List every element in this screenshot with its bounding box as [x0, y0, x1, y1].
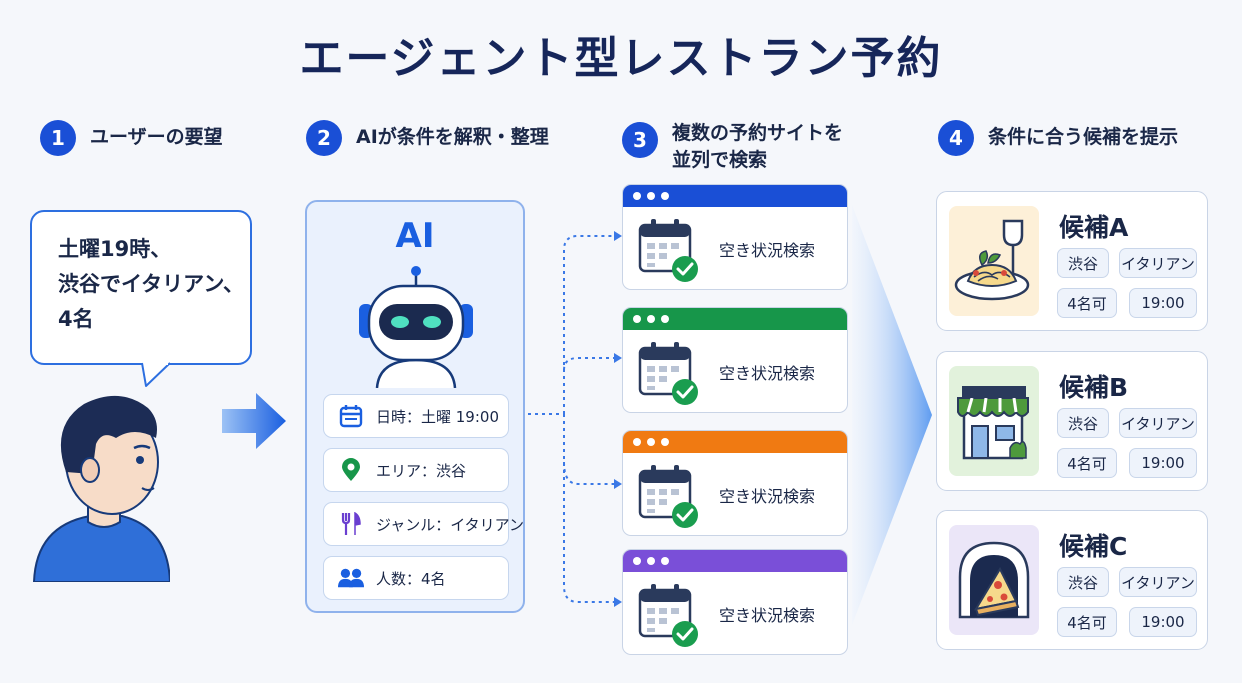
- tag-genre: イタリアン: [1119, 567, 1197, 597]
- tag-genre: イタリアン: [1119, 408, 1197, 438]
- step-label: ユーザーの要望: [90, 126, 223, 148]
- condition-datetime: 日時：土曜 19:00: [323, 394, 509, 438]
- window-bar: [623, 185, 847, 207]
- tag-time: 19:00: [1129, 288, 1197, 318]
- robot-icon: [359, 266, 473, 388]
- tag-genre: イタリアン: [1119, 248, 1197, 278]
- candidate-name: 候補B: [1059, 373, 1129, 402]
- people-icon: [338, 565, 364, 591]
- step-number: 3: [622, 122, 658, 158]
- step-number: 1: [40, 120, 76, 156]
- candidate-name: 候補A: [1059, 213, 1129, 242]
- fork-knife-icon: [338, 511, 364, 537]
- map-pin-icon: [338, 457, 364, 483]
- tag-area: 渋谷: [1057, 248, 1109, 278]
- calendar-icon: [338, 403, 364, 429]
- condition-text: 人数：4名: [376, 569, 446, 588]
- candidate-card-b[interactable]: 候補B 渋谷 イタリアン 4名可 19:00: [936, 351, 1208, 491]
- user-request-bubble: 土曜19時、 渋谷でイタリアン、 4名: [30, 210, 252, 365]
- tag-time: 19:00: [1129, 448, 1197, 478]
- step-label-line1: 複数の予約サイトを: [672, 122, 844, 144]
- tag-people: 4名可: [1057, 288, 1117, 318]
- page-title: エージェント型レストラン予約: [299, 33, 943, 84]
- calendar-check-icon: [638, 342, 698, 405]
- bubble-tail: [141, 362, 171, 387]
- storefront-icon: [949, 366, 1039, 476]
- step-label: AIが条件を解釈・整理: [356, 126, 549, 148]
- results-arrow-icon: [852, 205, 932, 625]
- pasta-wine-icon: [949, 206, 1039, 316]
- tag-time: 19:00: [1129, 607, 1197, 637]
- condition-people: 人数：4名: [323, 556, 509, 600]
- condition-text: ジャンル：イタリアン: [376, 515, 525, 534]
- tag-area: 渋谷: [1057, 567, 1109, 597]
- window-bar: [623, 308, 847, 330]
- calendar-check-icon: [638, 465, 698, 528]
- condition-text: エリア：渋谷: [376, 461, 467, 480]
- step-label: 条件に合う候補を提示: [988, 126, 1179, 148]
- ai-panel: AI 日時：土曜 19:00 エリア：渋谷 ジャンル：イタリアン 人数：4名: [305, 200, 525, 613]
- booking-site-card: 空き状況検索: [622, 184, 848, 290]
- condition-genre: ジャンル：イタリアン: [323, 502, 524, 546]
- condition-text: 日時：土曜 19:00: [376, 407, 499, 426]
- request-line-1: 土曜19時、: [58, 237, 172, 261]
- candidate-card-c[interactable]: 候補C 渋谷 イタリアン 4名可 19:00: [936, 510, 1208, 650]
- tag-people: 4名可: [1057, 607, 1117, 637]
- condition-area: エリア：渋谷: [323, 448, 509, 492]
- step-1-header: 1 ユーザーの要望: [40, 120, 223, 156]
- calendar-check-icon: [638, 584, 698, 647]
- candidate-card-a[interactable]: 候補A 渋谷 イタリアン 4名可 19:00: [936, 191, 1208, 331]
- availability-search-label: 空き状況検索: [719, 606, 816, 625]
- booking-site-card: 空き状況検索: [622, 307, 848, 413]
- user-avatar-icon: [32, 395, 170, 582]
- tag-area: 渋谷: [1057, 408, 1109, 438]
- pizza-oven-icon: [949, 525, 1039, 635]
- calendar-check-icon: [638, 219, 698, 282]
- step-4-header: 4 条件に合う候補を提示: [938, 120, 1178, 156]
- booking-site-card: 空き状況検索: [622, 430, 848, 536]
- step-label-line2: 並列で検索: [672, 149, 768, 171]
- step-number: 4: [938, 120, 974, 156]
- candidate-name: 候補C: [1059, 532, 1128, 561]
- availability-search-label: 空き状況検索: [719, 241, 816, 260]
- window-bar: [623, 550, 847, 572]
- flow-arrow-icon: [222, 393, 286, 449]
- request-line-2: 渋谷でイタリアン、: [58, 272, 245, 296]
- request-line-3: 4名: [58, 307, 94, 331]
- ai-label: AI: [395, 216, 435, 256]
- step-2-header: 2 AIが条件を解釈・整理: [306, 120, 549, 156]
- availability-search-label: 空き状況検索: [719, 487, 816, 506]
- step-3-header: 3 複数の予約サイトを 並列で検索: [622, 116, 843, 174]
- availability-search-label: 空き状況検索: [719, 364, 816, 383]
- window-bar: [623, 431, 847, 453]
- tag-people: 4名可: [1057, 448, 1117, 478]
- booking-site-card: 空き状況検索: [622, 549, 848, 655]
- parallel-connector: [528, 231, 622, 607]
- step-number: 2: [306, 120, 342, 156]
